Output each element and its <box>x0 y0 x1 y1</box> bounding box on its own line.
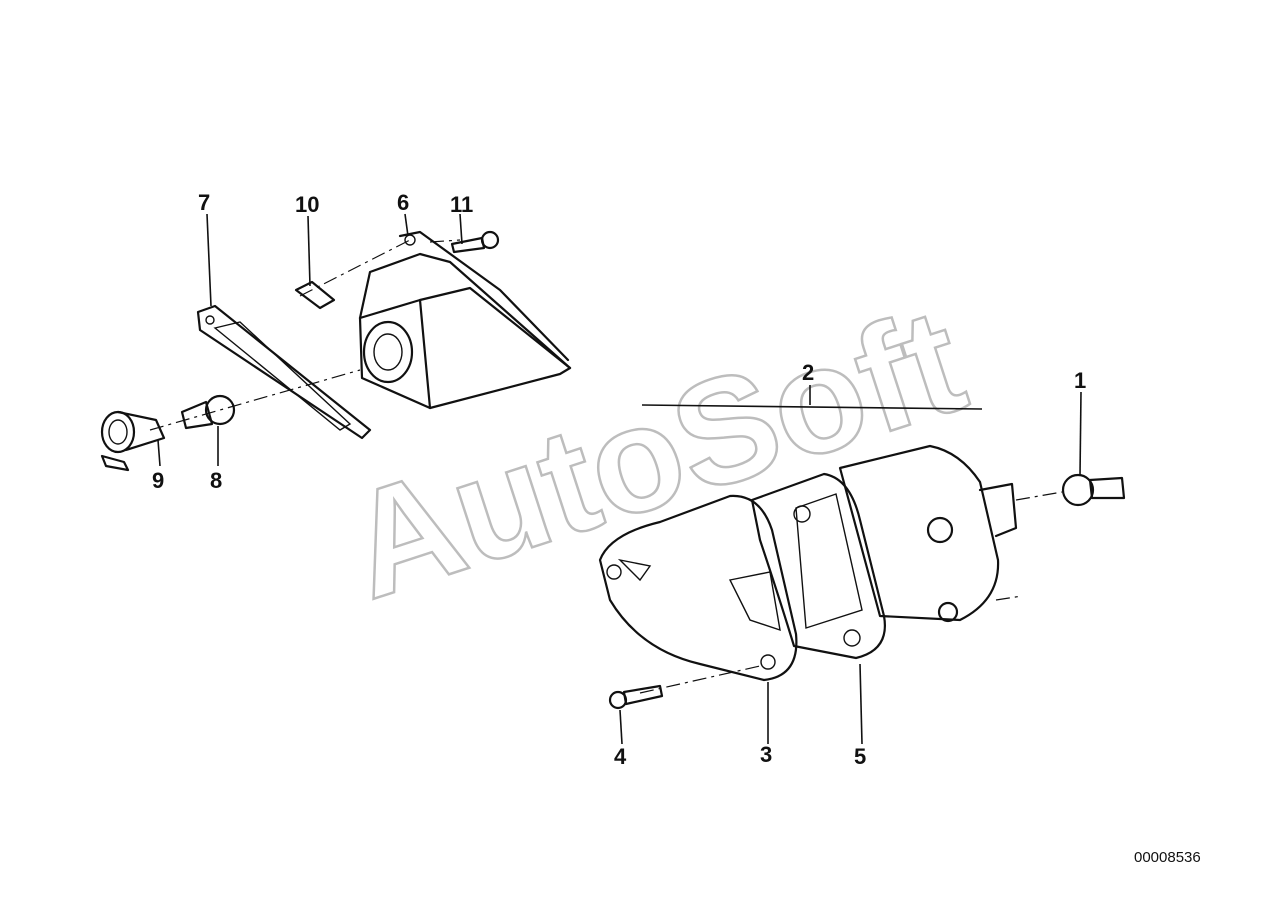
housing-part-6 <box>358 230 572 410</box>
clip-part-10 <box>294 280 336 310</box>
callout-5: 5 <box>854 744 866 769</box>
document-number: 00008536 <box>1134 849 1201 866</box>
callout-10: 10 <box>295 192 319 217</box>
callout-7: 7 <box>198 190 210 215</box>
screw-part-11 <box>450 230 500 254</box>
callout-11: 11 <box>450 192 473 217</box>
bulb-part-1 <box>1061 473 1126 507</box>
lamp-body <box>838 444 1018 623</box>
callout-4: 4 <box>614 744 627 769</box>
lens-part-3 <box>598 494 798 682</box>
callout-6: 6 <box>397 190 409 215</box>
range-bar-part-2 <box>641 404 983 410</box>
watermark-text: AutoSoft <box>328 275 982 630</box>
gasket-part-5 <box>750 472 886 660</box>
callout-1: 1 <box>1074 368 1086 393</box>
callout-3: 3 <box>760 742 772 767</box>
callout-2: 2 <box>802 360 814 385</box>
gasket-part-7 <box>196 304 372 440</box>
socket-part-9 <box>100 410 166 472</box>
callout-9: 9 <box>152 468 164 493</box>
bulb-part-8 <box>180 394 236 430</box>
callout-8: 8 <box>210 468 222 493</box>
screw-part-4 <box>608 684 664 710</box>
